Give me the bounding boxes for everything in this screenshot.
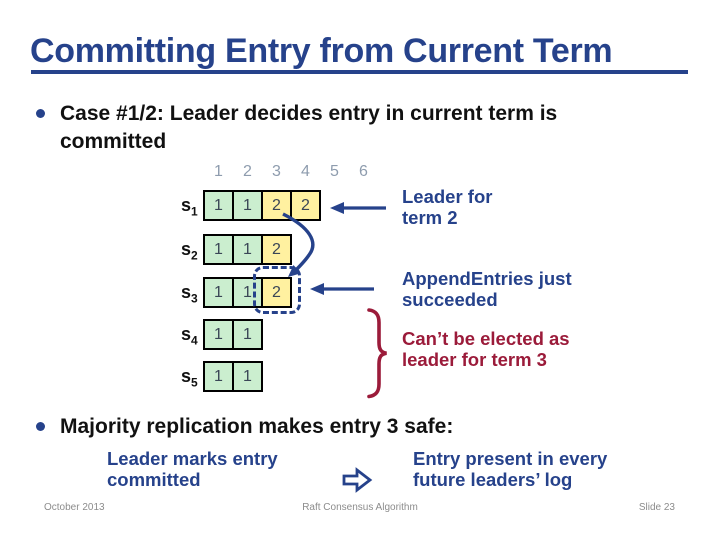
log-cell: 1 [232, 319, 263, 350]
slide-title: Committing Entry from Current Term [30, 32, 613, 70]
log-cell: 1 [203, 190, 234, 221]
log-column-header: 6 [359, 163, 368, 180]
brace-icon [367, 308, 387, 399]
bullet-dot-icon [36, 422, 45, 431]
log-cell: 2 [261, 277, 292, 308]
server-label: s1 [181, 195, 198, 219]
callout-append-entries: AppendEntries just succeeded [402, 268, 572, 310]
bullet-majority: Majority replication makes entry 3 safe: [36, 413, 696, 441]
log-column-header: 2 [243, 163, 252, 180]
log-column-header: 5 [330, 163, 339, 180]
log-cell: 1 [203, 319, 234, 350]
bullet-case: Case #1/2: Leader decides entry in curre… [36, 100, 696, 156]
footer-presentation-title: Raft Consensus Algorithm [302, 502, 418, 513]
log-column-header: 3 [272, 163, 281, 180]
log-cell: 1 [232, 234, 263, 265]
callout-leader-marks: Leader marks entry committed [107, 448, 278, 490]
server-label: s2 [181, 239, 198, 263]
server-label: s5 [181, 366, 198, 390]
footer-date: October 2013 [44, 502, 105, 513]
callout-leader-for-term2: Leader for term 2 [402, 186, 493, 228]
server-label: s3 [181, 282, 198, 306]
log-column-header: 1 [214, 163, 223, 180]
block-arrow-icon [342, 467, 373, 493]
callout-entry-present: Entry present in every future leaders’ l… [413, 448, 608, 490]
log-cell: 1 [203, 361, 234, 392]
leader-arrow-icon [330, 202, 386, 214]
committed-entry-highlight [253, 266, 301, 314]
log-cell: 1 [232, 190, 263, 221]
server-label: s4 [181, 324, 198, 348]
log-cell: 2 [261, 190, 292, 221]
bullet-dot-icon [36, 109, 45, 118]
log-cell: 1 [232, 361, 263, 392]
log-cell: 1 [203, 277, 234, 308]
callout-cant-be-elected: Can’t be elected as leader for term 3 [402, 328, 570, 370]
footer-slide-number: Slide 23 [638, 502, 675, 513]
title-underline [31, 70, 688, 74]
log-column-header: 4 [301, 163, 310, 180]
log-cell: 2 [261, 234, 292, 265]
append-arrow-icon [310, 283, 374, 295]
bullet-case-text: Case #1/2: Leader decides entry in curre… [60, 102, 558, 153]
log-cell: 2 [290, 190, 321, 221]
log-cell: 1 [203, 234, 234, 265]
bullet-majority-text: Majority replication makes entry 3 safe: [60, 415, 454, 438]
